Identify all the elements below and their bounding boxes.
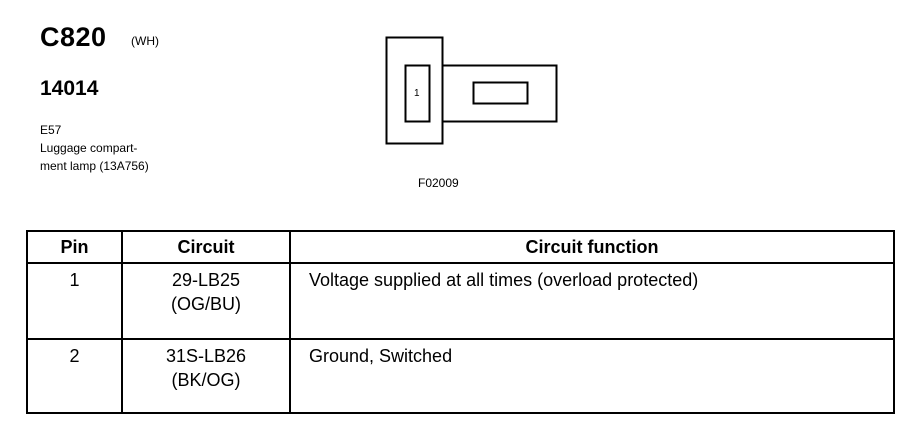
description-line-1: E57 bbox=[40, 123, 62, 137]
connector-face-diagram: 1 bbox=[385, 36, 558, 145]
circuit-cell: 31S-LB26 (BK/OG) bbox=[121, 338, 291, 414]
circuit-code: 29-LB25 bbox=[171, 270, 241, 290]
function-cell: Ground, Switched bbox=[289, 338, 895, 414]
table-header-row: Pin Circuit Circuit function bbox=[26, 230, 895, 264]
header-circuit-function: Circuit function bbox=[289, 230, 895, 264]
connector-latch bbox=[441, 64, 558, 123]
circuit-code: 31S-LB26 bbox=[165, 346, 247, 366]
table-row: 1 29-LB25 (OG/BU) Voltage supplied at al… bbox=[26, 262, 895, 340]
pinout-table: Pin Circuit Circuit function 1 29-LB25 (… bbox=[26, 230, 895, 414]
header-pin: Pin bbox=[26, 230, 123, 264]
pin-cell: 2 bbox=[26, 338, 123, 414]
header-circuit: Circuit bbox=[121, 230, 291, 264]
description-line-3: ment lamp (13A756) bbox=[40, 159, 149, 173]
description-line-2: Luggage compart- bbox=[40, 141, 138, 155]
connector-color: (WH) bbox=[131, 34, 159, 48]
pin-cell: 1 bbox=[26, 262, 123, 340]
circuit-cell: 29-LB25 (OG/BU) bbox=[121, 262, 291, 340]
function-cell: Voltage supplied at all times (overload … bbox=[289, 262, 895, 340]
wire-color: (BK/OG) bbox=[171, 370, 241, 390]
part-number: 14014 bbox=[40, 77, 99, 100]
wire-color: (OG/BU) bbox=[171, 294, 241, 314]
cavity-label: 1 bbox=[414, 88, 420, 99]
figure-id: F02009 bbox=[418, 176, 459, 190]
table-row: 2 31S-LB26 (BK/OG) Ground, Switched bbox=[26, 338, 895, 414]
latch-slot bbox=[472, 81, 529, 105]
pin-cavity bbox=[404, 64, 431, 123]
connector-id: C820 bbox=[40, 22, 107, 52]
